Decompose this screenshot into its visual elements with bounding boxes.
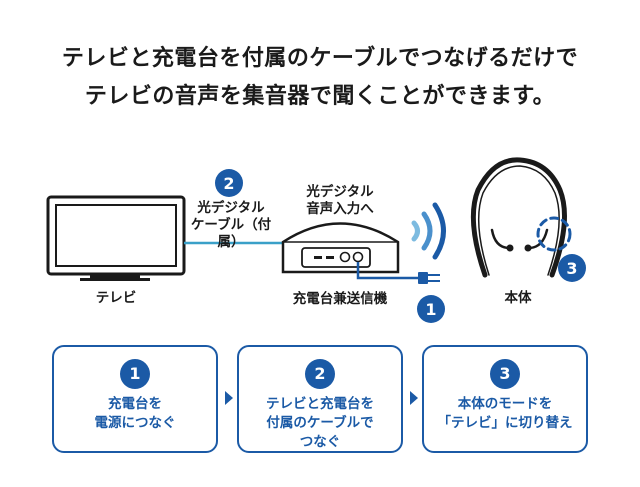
optical-input-label: 光デジタル 音声入力へ: [290, 184, 390, 218]
connection-diagram: 2 1 3: [46, 157, 586, 323]
wireless-signal-icon: [411, 202, 446, 260]
cable-label-line2: ケーブル（付属）: [190, 217, 272, 250]
power-cable: [356, 262, 440, 284]
marker-2-text: 2: [223, 174, 234, 193]
step-2-number: 2: [305, 359, 335, 389]
step-3-text: 本体のモードを 「テレビ」に切り替え: [424, 395, 586, 433]
charger-transmitter-icon: [281, 222, 400, 274]
marker-2: 2: [215, 169, 243, 197]
step-1-number: 1: [120, 359, 150, 389]
step-2-line2: 付属のケーブルで: [266, 415, 374, 431]
neckband-device-icon: [470, 157, 572, 278]
optical-input-line2: 音声入力へ: [306, 201, 374, 217]
cable-label: 光デジタル ケーブル（付属）: [186, 200, 276, 251]
step-1-card: 1 充電台を 電源につなぐ: [52, 345, 218, 453]
tv-label: テレビ: [95, 290, 137, 306]
marker-3-text: 3: [566, 259, 577, 278]
step-2-text: テレビと充電台を 付属のケーブルで つなぐ: [239, 395, 401, 452]
tv-icon: [46, 195, 186, 281]
step-2-line1: テレビと充電台を: [266, 396, 374, 412]
marker-1-text: 1: [425, 300, 436, 319]
step-3-number: 3: [490, 359, 520, 389]
step-3-line2: 「テレビ」に切り替え: [437, 415, 573, 431]
step-1-line1: 充電台を: [108, 396, 162, 412]
step-arrow-1: [225, 391, 233, 405]
headline-line-2: テレビの音声を集音器で聞くことができます。: [84, 83, 556, 109]
step-3-card: 3 本体のモードを 「テレビ」に切り替え: [422, 345, 588, 453]
marker-1: 1: [417, 295, 445, 323]
step-1-line2: 電源につなぐ: [94, 415, 176, 431]
step-2-line3: つなぐ: [299, 434, 341, 450]
step-3-line1: 本体のモードを: [457, 396, 553, 412]
cable-label-line1: 光デジタル: [197, 200, 265, 216]
body-label: 本体: [504, 290, 532, 306]
step-arrow-2: [410, 391, 418, 405]
step-2-card: 2 テレビと充電台を 付属のケーブルで つなぐ: [237, 345, 403, 453]
headline-line-1: テレビと充電台を付属のケーブルでつなげるだけで: [61, 45, 579, 71]
step-1-text: 充電台を 電源につなぐ: [54, 395, 216, 433]
optical-input-line1: 光デジタル: [306, 184, 374, 200]
marker-3: 3: [558, 254, 586, 282]
charger-label: 充電台兼送信機: [292, 291, 388, 307]
